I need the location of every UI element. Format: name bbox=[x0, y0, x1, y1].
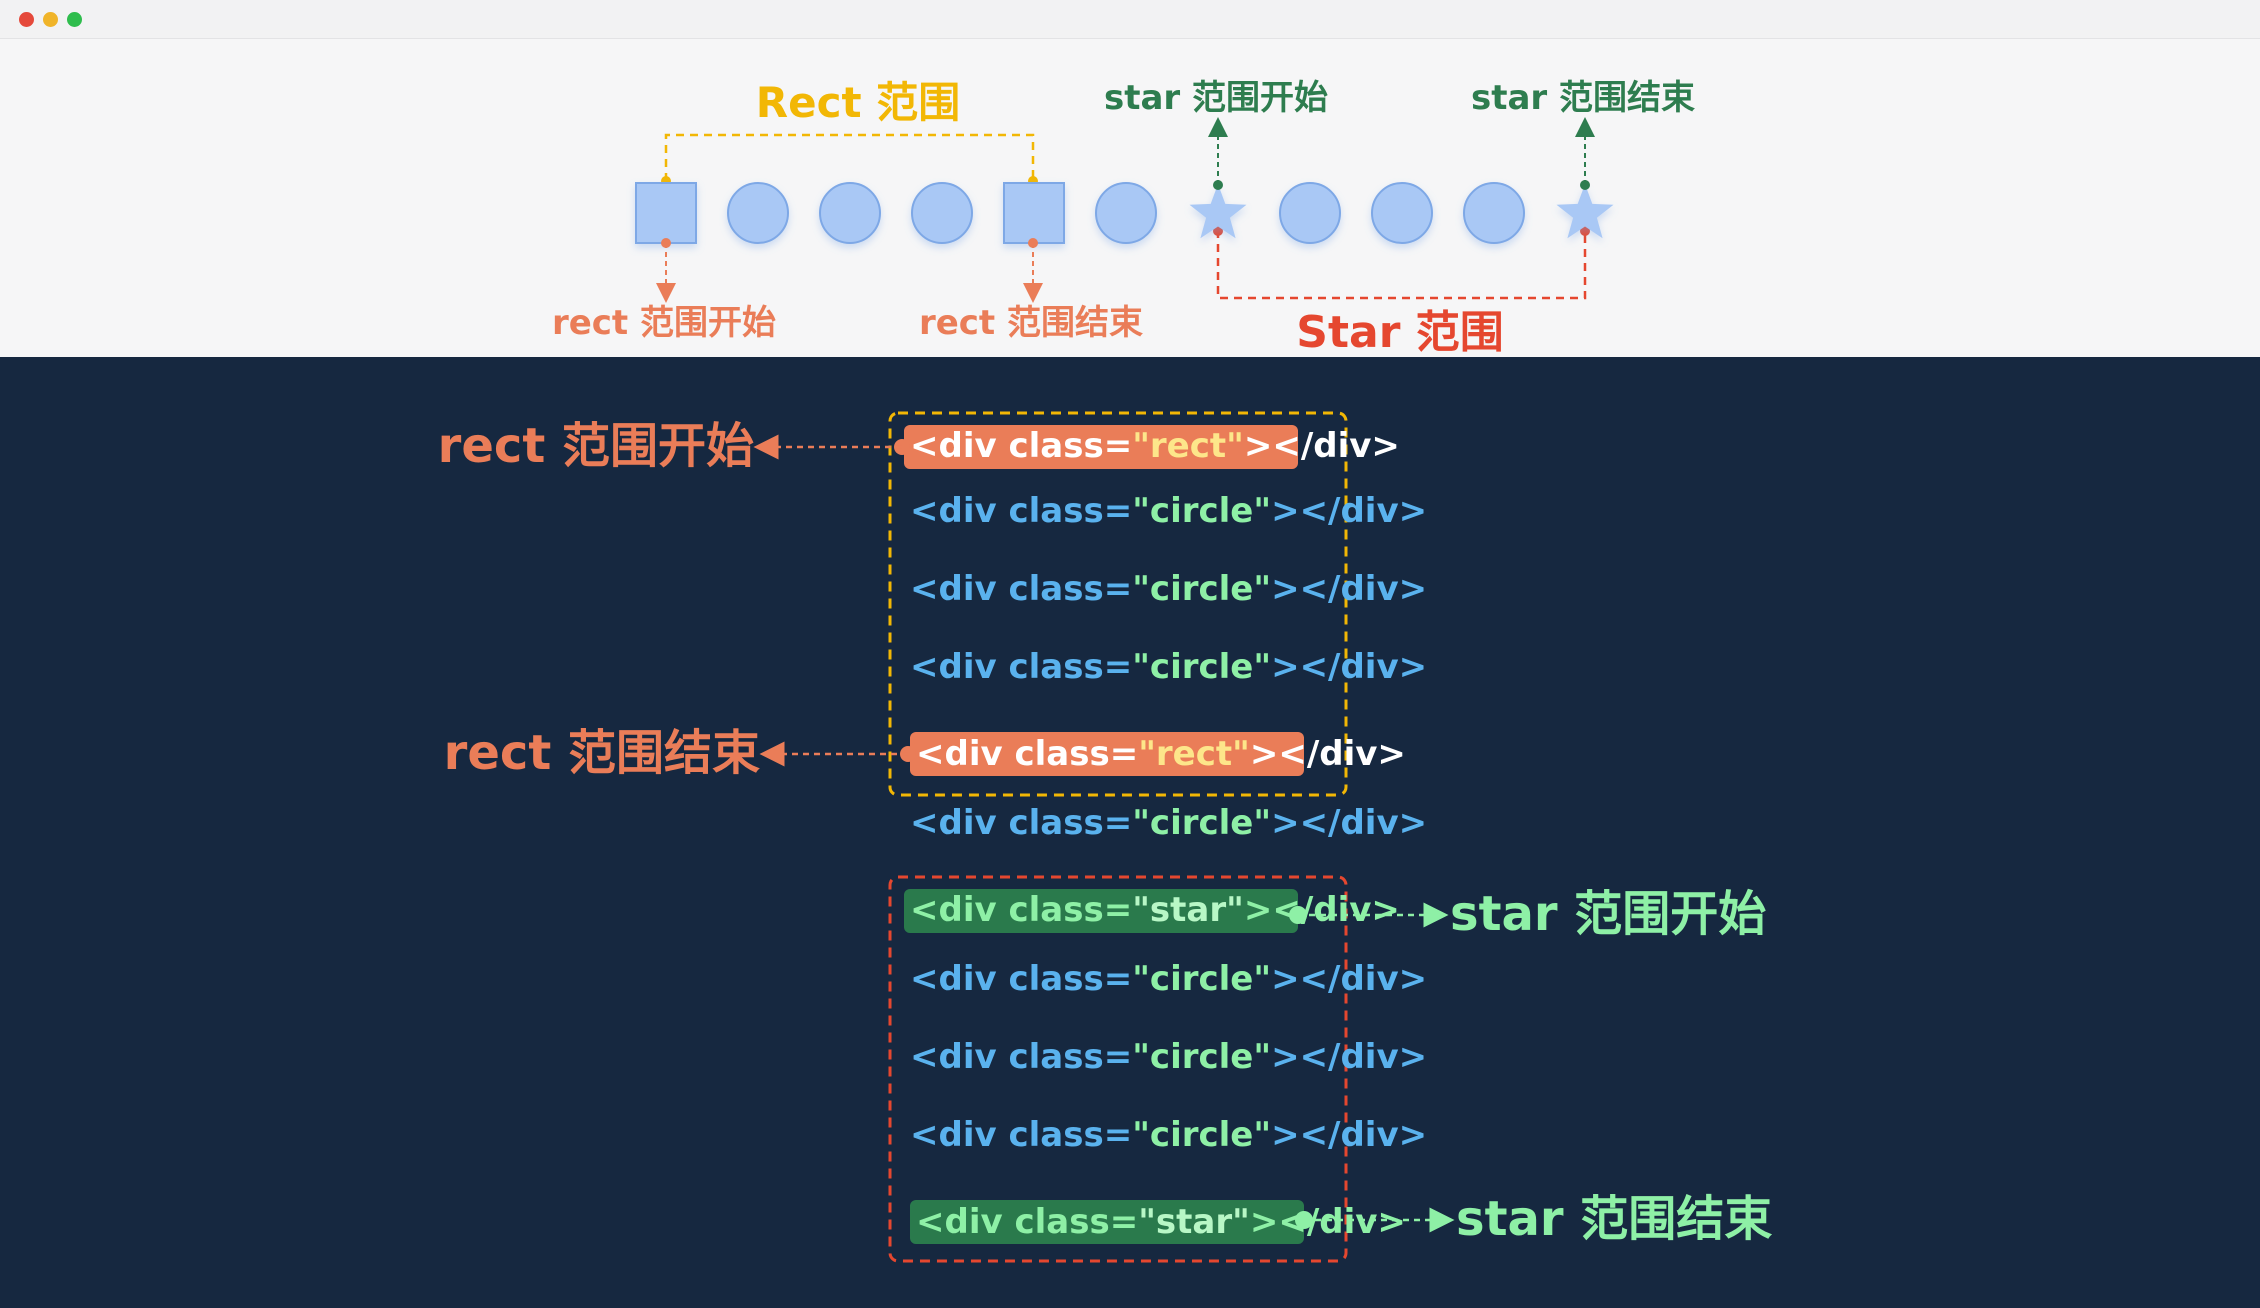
window-close-button[interactable] bbox=[19, 12, 34, 27]
star-range-end-dot bbox=[1580, 226, 1590, 236]
shape-circle-3 bbox=[911, 182, 973, 244]
code-line-6: <div class="circle"></div> bbox=[910, 803, 1427, 843]
code-line-4: <div class="circle"></div> bbox=[910, 647, 1427, 687]
window-minimize-button[interactable] bbox=[43, 12, 58, 27]
rect-range-bracket bbox=[664, 133, 1035, 181]
shape-sequence-diagram: Rect 范围 Star 范围 rect 范围开始 rect 范围结束 bbox=[552, 78, 1695, 357]
code-line-2: <div class="circle"></div> bbox=[910, 491, 1427, 531]
window-titlebar bbox=[0, 0, 2260, 39]
code-line-highlight-rect-2 bbox=[910, 732, 1304, 776]
rect-range-box bbox=[888, 411, 1348, 797]
code-line-11: <div class="star"></div> bbox=[916, 1202, 1406, 1242]
code-panel: <div class="rect"></div> <div class="cir… bbox=[0, 357, 2260, 1308]
code-line-5: <div class="rect"></div> bbox=[916, 734, 1406, 774]
star-range-start-dot bbox=[1213, 226, 1223, 236]
star-range-box bbox=[888, 875, 1348, 1263]
code-line-highlight-rect-1 bbox=[904, 425, 1298, 469]
bottom-star-start-label: star 范围开始 bbox=[1450, 886, 1766, 942]
code-line-highlight-star-2 bbox=[910, 1200, 1304, 1244]
code-line-highlight-star-1 bbox=[904, 889, 1298, 933]
star-range-bracket bbox=[1216, 230, 1587, 300]
shape-circle-1 bbox=[727, 182, 789, 244]
code-line-3: <div class="circle"></div> bbox=[910, 569, 1427, 609]
rect-end-label: rect 范围结束 bbox=[919, 303, 1143, 343]
bottom-rect-end-label: rect 范围结束 bbox=[444, 725, 760, 781]
shape-rect-2 bbox=[1003, 182, 1065, 244]
rect-start-label: rect 范围开始 bbox=[552, 303, 776, 343]
shape-row bbox=[635, 182, 1614, 244]
shape-circle-4 bbox=[1095, 182, 1157, 244]
shape-circle-7 bbox=[1463, 182, 1525, 244]
code-line-8: <div class="circle"></div> bbox=[910, 959, 1427, 999]
code-diagram: <div class="rect"></div> <div class="cir… bbox=[0, 357, 2260, 1308]
shape-sequence-panel: Rect 范围 Star 范围 rect 范围开始 rect 范围结束 bbox=[0, 39, 2260, 357]
star-range-title: Star 范围 bbox=[1296, 307, 1503, 357]
shape-rect-1 bbox=[635, 182, 697, 244]
star-end-label: star 范围结束 bbox=[1471, 78, 1695, 118]
bottom-rect-start-label: rect 范围开始 bbox=[438, 418, 754, 474]
bottom-star-end-label: star 范围结束 bbox=[1456, 1191, 1772, 1247]
shape-circle-6 bbox=[1371, 182, 1433, 244]
shape-star-2 bbox=[1556, 184, 1614, 239]
shape-circle-5 bbox=[1279, 182, 1341, 244]
shape-star-1 bbox=[1189, 184, 1247, 239]
code-line-7: <div class="star"></div> bbox=[910, 890, 1400, 930]
rect-range-title: Rect 范围 bbox=[756, 78, 960, 127]
star-start-label: star 范围开始 bbox=[1104, 78, 1328, 118]
code-line-9: <div class="circle"></div> bbox=[910, 1037, 1427, 1077]
window-maximize-button[interactable] bbox=[67, 12, 82, 27]
shape-circle-2 bbox=[819, 182, 881, 244]
code-line-10: <div class="circle"></div> bbox=[910, 1115, 1427, 1155]
code-line-1: <div class="rect"></div> bbox=[910, 426, 1400, 466]
